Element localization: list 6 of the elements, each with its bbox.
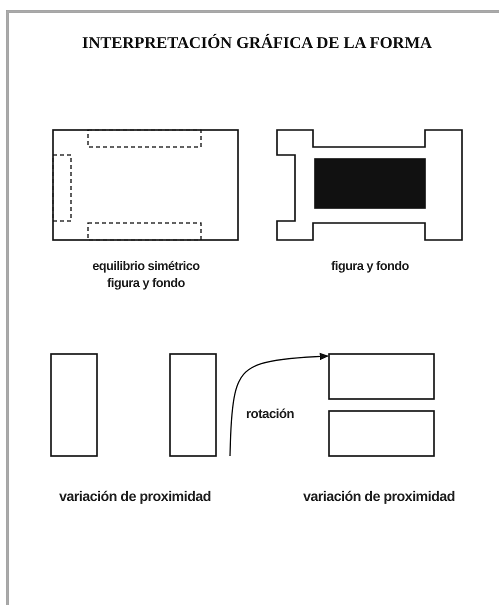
caption: equilibrio simétrico figura y fondo — [91, 258, 201, 292]
title: INTERPRETACIÓN GRÁFICA DE LA FORMA — [81, 33, 433, 53]
caption: variación de proximidad — [302, 488, 456, 505]
caption: figura y fondo — [330, 258, 410, 275]
caption: variación de proximidad — [58, 488, 212, 505]
curved-arrow — [229, 352, 329, 456]
